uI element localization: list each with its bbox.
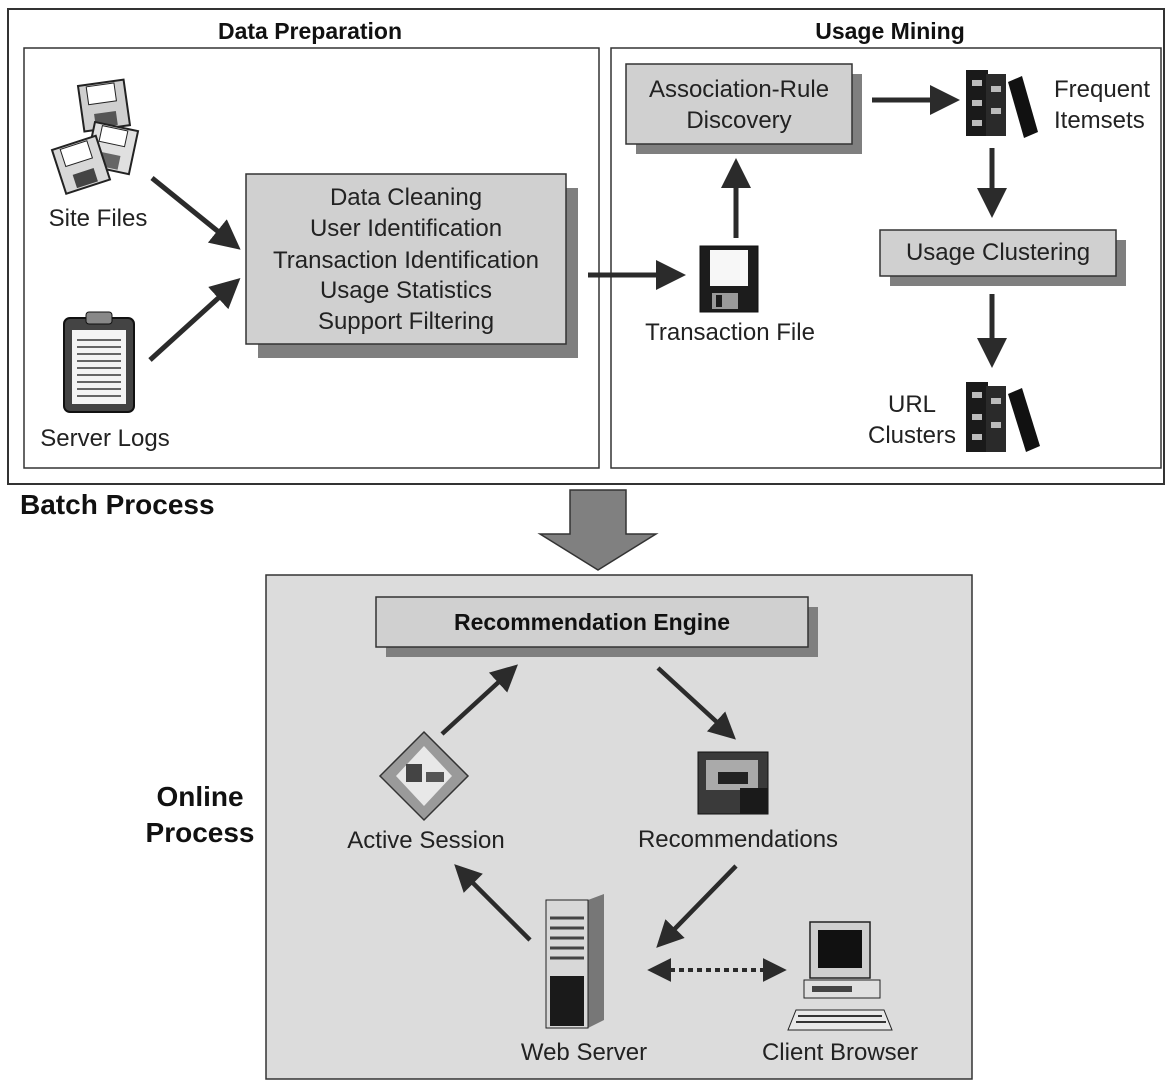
site-files-label: Site Files [49, 205, 148, 232]
site-files-icon [50, 78, 140, 196]
arrow-engine-to-recommendations [656, 666, 736, 740]
server-logs-icon [63, 311, 135, 413]
web-server-label: Web Server [521, 1039, 647, 1066]
association-rule-line1: Association-Rule [649, 76, 829, 103]
frequent-itemsets-label-1: Frequent [1054, 76, 1150, 103]
frequent-itemsets-label-2: Itemsets [1054, 107, 1145, 134]
web-server-icon [545, 894, 604, 1029]
recommendations-label: Recommendations [638, 826, 838, 853]
recommendation-engine-label: Recommendation Engine [454, 609, 730, 635]
step-support-filtering: Support Filtering [318, 308, 494, 335]
arrow-session-to-engine [440, 664, 518, 736]
association-rule-line2: Discovery [686, 107, 791, 134]
data-preparation-title: Data Preparation [218, 18, 402, 44]
step-usage-statistics: Usage Statistics [320, 277, 492, 304]
transaction-file-icon [699, 245, 759, 313]
recommendation-engine-box: Recommendation Engine [375, 596, 818, 657]
arrow-server-to-session [454, 864, 532, 942]
step-user-identification: User Identification [310, 215, 502, 242]
usage-mining-title: Usage Mining [815, 18, 965, 44]
usage-clustering-box: Usage Clustering [879, 229, 1126, 286]
batch-to-online-arrow [537, 489, 659, 571]
url-clusters-icon [966, 382, 1040, 452]
arrow-site-files-to-prep [150, 176, 241, 250]
active-session-icon [378, 730, 470, 822]
association-rule-box: Association-Rule Discovery [625, 63, 862, 154]
step-transaction-identification: Transaction Identification [273, 247, 539, 274]
step-data-cleaning: Data Cleaning [330, 184, 482, 211]
preparation-steps-box: Data Cleaning User Identification Transa… [245, 173, 578, 358]
client-browser-label: Client Browser [762, 1039, 918, 1066]
active-session-label: Active Session [347, 827, 504, 854]
url-clusters-label-1: URL [888, 391, 936, 418]
recommendations-icon [697, 751, 769, 815]
client-browser-icon [787, 921, 893, 1031]
batch-process-label: Batch Process [20, 489, 215, 520]
online-process-label-1: Online [156, 781, 243, 812]
server-logs-label: Server Logs [40, 425, 169, 452]
frequent-itemsets-icon [966, 70, 1038, 138]
online-process-label-2: Process [146, 817, 255, 848]
arrow-recommendations-to-server [656, 864, 738, 948]
usage-clustering-label: Usage Clustering [906, 239, 1090, 266]
transaction-file-label: Transaction File [645, 319, 815, 346]
url-clusters-label-2: Clusters [868, 422, 956, 449]
arrow-server-logs-to-prep [148, 277, 241, 362]
